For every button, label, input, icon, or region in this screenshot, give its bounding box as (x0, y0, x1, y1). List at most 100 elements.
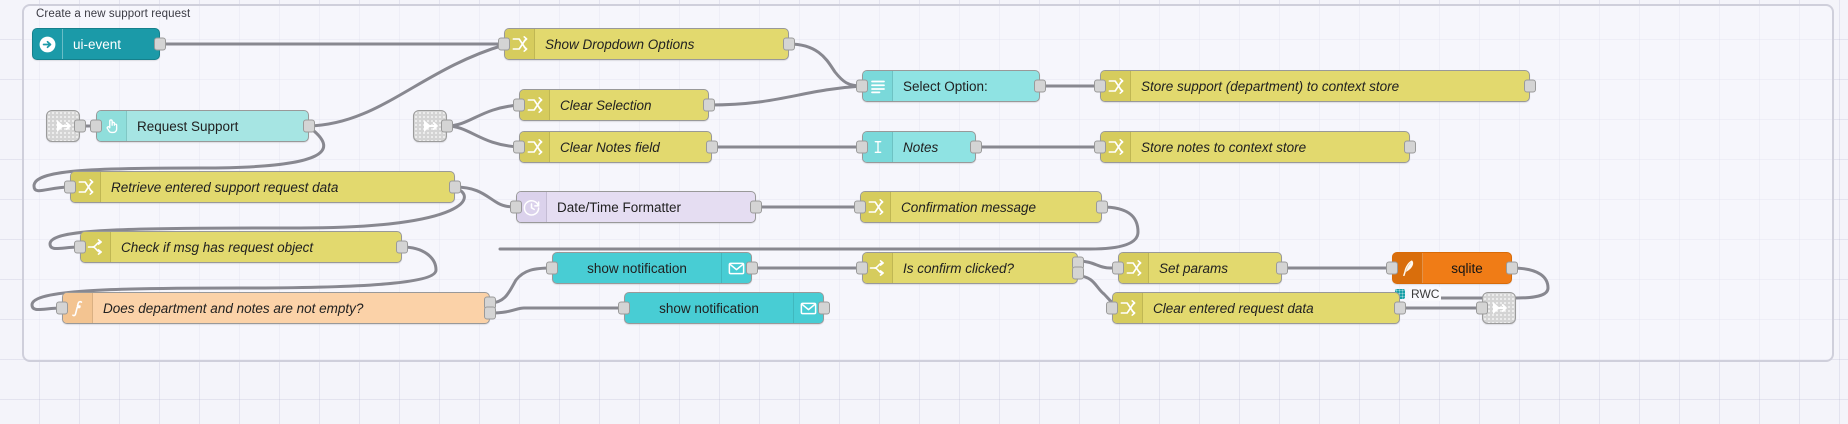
node-label: Confirmation message (901, 199, 1037, 215)
feather-icon (1393, 253, 1423, 283)
input-port[interactable] (618, 301, 630, 315)
node-ui-event[interactable]: ui-event (32, 28, 166, 60)
input-port[interactable] (1386, 261, 1398, 275)
node-label: Notes (903, 139, 939, 155)
node-date-time-formatter[interactable]: Date/Time Formatter (510, 191, 762, 223)
input-port[interactable] (56, 301, 68, 315)
change-node-icon (1113, 293, 1143, 323)
node-label: ui-event (73, 36, 122, 52)
node-label: Date/Time Formatter (557, 199, 682, 215)
input-port[interactable] (856, 261, 868, 275)
output-port[interactable] (1506, 261, 1518, 275)
output-port[interactable] (703, 98, 715, 112)
node-set-params[interactable]: Set params (1112, 252, 1288, 284)
list-lines-icon (863, 71, 893, 101)
node-confirmation-message[interactable]: Confirmation message (854, 191, 1108, 223)
input-port[interactable] (510, 200, 522, 214)
node-show-notification-2[interactable]: show notification (618, 292, 830, 324)
node-show-notification-1[interactable]: show notification (546, 252, 758, 284)
pointer-hand-icon (97, 111, 127, 141)
output-port[interactable] (750, 200, 762, 214)
input-port[interactable] (90, 119, 102, 133)
node-notes[interactable]: Notes (856, 131, 982, 163)
output-port[interactable] (970, 140, 982, 154)
output-port[interactable] (818, 301, 830, 315)
output-port[interactable] (1034, 79, 1046, 93)
input-port[interactable] (1094, 79, 1106, 93)
output-port[interactable] (706, 140, 718, 154)
input-port[interactable] (854, 200, 866, 214)
node-label: Clear Notes field (560, 139, 660, 155)
output-port-2[interactable] (484, 306, 496, 320)
node-label: show notification (587, 260, 687, 276)
output-port[interactable] (441, 119, 453, 133)
node-show-dropdown-options[interactable]: Show Dropdown Options (498, 28, 795, 60)
input-port[interactable] (856, 140, 868, 154)
change-node-icon (1101, 132, 1131, 162)
change-node-icon (505, 29, 535, 59)
input-port[interactable] (1106, 301, 1118, 315)
node-label: Select Option: (903, 78, 988, 94)
output-port[interactable] (396, 240, 408, 254)
node-label: Show Dropdown Options (545, 36, 695, 52)
node-label: Store support (department) to context st… (1141, 78, 1400, 94)
node-check-msg-request-object[interactable]: Check if msg has request object (74, 231, 408, 263)
input-port[interactable] (1112, 261, 1124, 275)
input-port[interactable] (74, 240, 86, 254)
node-label: Check if msg has request object (121, 239, 314, 255)
switch-node-icon (81, 232, 111, 262)
output-port[interactable] (154, 37, 166, 51)
input-port[interactable] (498, 37, 510, 51)
node-link-out-1[interactable] (1476, 292, 1516, 324)
input-port[interactable] (546, 261, 558, 275)
output-port-2[interactable] (1072, 266, 1084, 280)
input-port[interactable] (513, 98, 525, 112)
input-port[interactable] (64, 180, 76, 194)
output-port[interactable] (1524, 79, 1536, 93)
output-port[interactable] (1096, 200, 1108, 214)
change-node-icon (1101, 71, 1131, 101)
change-node-icon (520, 132, 550, 162)
output-port[interactable] (1276, 261, 1288, 275)
change-node-icon (520, 90, 550, 120)
node-department-notes-not-empty[interactable]: Does department and notes are not empty? (56, 292, 496, 324)
node-label: Request Support (137, 118, 239, 134)
output-port[interactable] (303, 119, 315, 133)
node-retrieve-request-data[interactable]: Retrieve entered support request data (64, 171, 461, 203)
node-clear-selection[interactable]: Clear Selection (513, 89, 715, 121)
node-label: Clear Selection (560, 97, 652, 113)
node-label: sqlite (1451, 260, 1483, 276)
function-f-icon (63, 293, 93, 323)
node-request-support[interactable]: Request Support (90, 110, 315, 142)
change-node-icon (71, 172, 101, 202)
flow-group-title: Create a new support request (36, 8, 191, 20)
link-in-icon (424, 120, 438, 132)
node-store-notes[interactable]: Store notes to context store (1094, 131, 1416, 163)
node-clear-entered-request-data[interactable]: Clear entered request data (1106, 292, 1406, 324)
input-port[interactable] (513, 140, 525, 154)
input-port[interactable] (856, 79, 868, 93)
node-link-in-2[interactable] (413, 110, 453, 142)
clock-icon (517, 192, 547, 222)
output-port[interactable] (783, 37, 795, 51)
node-link-in-1[interactable] (46, 110, 86, 142)
input-port[interactable] (1094, 140, 1106, 154)
change-node-icon (861, 192, 891, 222)
output-port[interactable] (746, 261, 758, 275)
output-port[interactable] (1394, 301, 1406, 315)
input-port[interactable] (1476, 301, 1488, 315)
node-sqlite[interactable]: sqlite RWC (1386, 252, 1518, 301)
node-is-confirm-clicked[interactable]: Is confirm clicked? (856, 252, 1084, 284)
output-port[interactable] (1404, 140, 1416, 154)
link-in-icon (57, 120, 71, 132)
node-store-support[interactable]: Store support (department) to context st… (1094, 70, 1536, 102)
node-select-option[interactable]: Select Option: (856, 70, 1046, 102)
output-port[interactable] (74, 119, 86, 133)
node-label: Does department and notes are not empty? (103, 300, 364, 316)
status-text: RWC (1409, 287, 1442, 301)
change-node-icon (1119, 253, 1149, 283)
output-port[interactable] (449, 180, 461, 194)
node-clear-notes-field[interactable]: Clear Notes field (513, 131, 718, 163)
text-cursor-icon (863, 132, 893, 162)
